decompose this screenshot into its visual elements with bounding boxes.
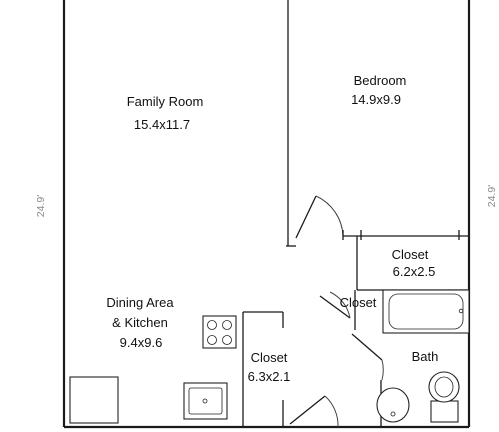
bathroom-sink <box>376 387 410 423</box>
dining-kitchen-size: 9.4x9.6 <box>120 335 163 350</box>
dimension-right: 24.9' <box>486 185 498 207</box>
small-closet-door[interactable] <box>319 291 351 319</box>
bath-name: Bath <box>412 349 439 364</box>
hall-closet-door[interactable] <box>289 395 339 428</box>
closet-hall-name: Closet <box>251 350 288 365</box>
closet-small-name: Closet <box>340 295 377 310</box>
dimension-left: 24.9' <box>35 195 47 217</box>
toilet <box>428 371 460 423</box>
bedroom-size: 14.9x9.9 <box>351 92 401 107</box>
kitchen-sink <box>183 382 228 420</box>
family-room-name: Family Room <box>127 94 204 109</box>
bath-door[interactable] <box>351 333 384 381</box>
closet-bedroom-name: Closet <box>392 247 429 262</box>
family-room-size: 15.4x11.7 <box>134 117 190 132</box>
bathtub <box>382 289 470 334</box>
bedroom-name: Bedroom <box>354 73 407 88</box>
closet-hall-size: 6.3x2.1 <box>248 369 291 384</box>
dining-kitchen-name-line1: Dining Area <box>106 295 174 310</box>
refrigerator <box>69 376 119 424</box>
closet-bedroom-size: 6.2x2.5 <box>393 264 436 279</box>
bedroom-door[interactable] <box>295 195 344 239</box>
dining-kitchen-name-line2: & Kitchen <box>112 315 168 330</box>
stove <box>202 315 237 349</box>
